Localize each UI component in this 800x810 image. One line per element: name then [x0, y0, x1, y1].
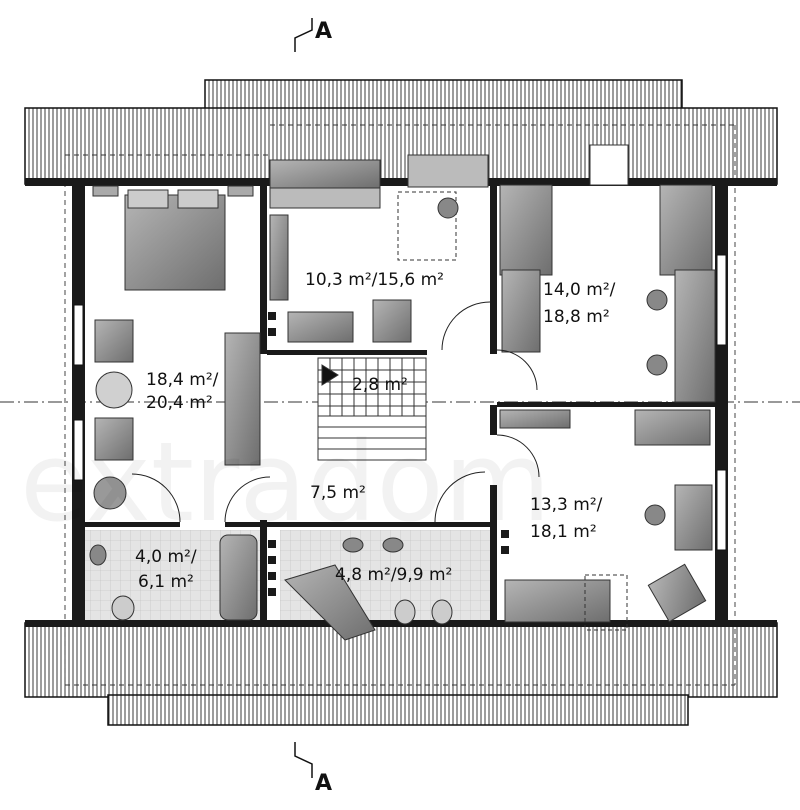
room-bottom-right-area-2: 18,1 m²: [530, 522, 597, 542]
desk: [407, 154, 489, 188]
armchair: [372, 299, 412, 343]
bedroom-left-area-1: 18,4 m²/: [146, 370, 219, 390]
room-top-middle-area: 10,3 m²/15,6 m²: [305, 270, 444, 290]
bed: [499, 184, 553, 276]
desk: [674, 269, 716, 403]
room-labels: 18,4 m²/ 20,4 m² 10,3 m²/15,6 m² 14,0 m²…: [135, 270, 616, 592]
bathtub: [219, 534, 258, 621]
armchair: [647, 563, 707, 623]
chair: [646, 289, 668, 311]
wc-area-1: 4,0 m²/: [135, 547, 197, 567]
watermark: extradom: [20, 418, 551, 546]
cabinet: [287, 311, 354, 343]
wardrobe: [224, 332, 261, 466]
roof-bottom: [24, 622, 778, 726]
room-top-middle-furniture: [269, 154, 489, 343]
section-label-top: A: [315, 19, 332, 44]
bidet: [431, 599, 453, 625]
wc-area-2: 6,1 m²: [138, 572, 194, 592]
sofa: [269, 159, 381, 189]
windows: [73, 254, 727, 551]
room-bottom-right-furniture: [499, 409, 713, 631]
section-label-bottom: A: [315, 771, 332, 796]
toilet: [394, 599, 416, 625]
room-bottom-right-area-1: 13,3 m²/: [530, 495, 603, 515]
bed: [659, 184, 713, 276]
round-table: [95, 371, 133, 409]
chimney-blocks: [268, 312, 509, 596]
chair: [644, 504, 666, 526]
room-top-right-area-1: 14,0 m²/: [543, 280, 616, 300]
bedroom-left-furniture: [92, 185, 261, 510]
bathroom-area: 4,8 m²/9,9 m²: [335, 565, 452, 585]
chair: [646, 354, 668, 376]
bathroom-fixtures: [89, 534, 453, 641]
armchair: [94, 417, 134, 461]
sofa: [504, 579, 611, 623]
room-top-right-area-2: 18,8 m²: [543, 307, 610, 327]
section-mark-bottom: A: [294, 742, 332, 796]
room-top-right-furniture: [499, 144, 716, 403]
section-mark-top: A: [294, 18, 332, 52]
stairs-area: 2,8 m²: [352, 375, 408, 395]
plant: [93, 476, 127, 510]
hall-area: 7,5 m²: [310, 483, 366, 503]
chair: [437, 197, 459, 219]
stairs: [317, 357, 427, 461]
toilet: [111, 595, 135, 621]
armchair: [94, 319, 134, 363]
doors: [131, 301, 540, 523]
bed: [124, 194, 226, 291]
corner-bathtub: [284, 564, 376, 641]
desk: [674, 484, 713, 551]
roof-top: [24, 79, 778, 185]
bedroom-left-area-2: 20,4 m²: [146, 393, 213, 413]
